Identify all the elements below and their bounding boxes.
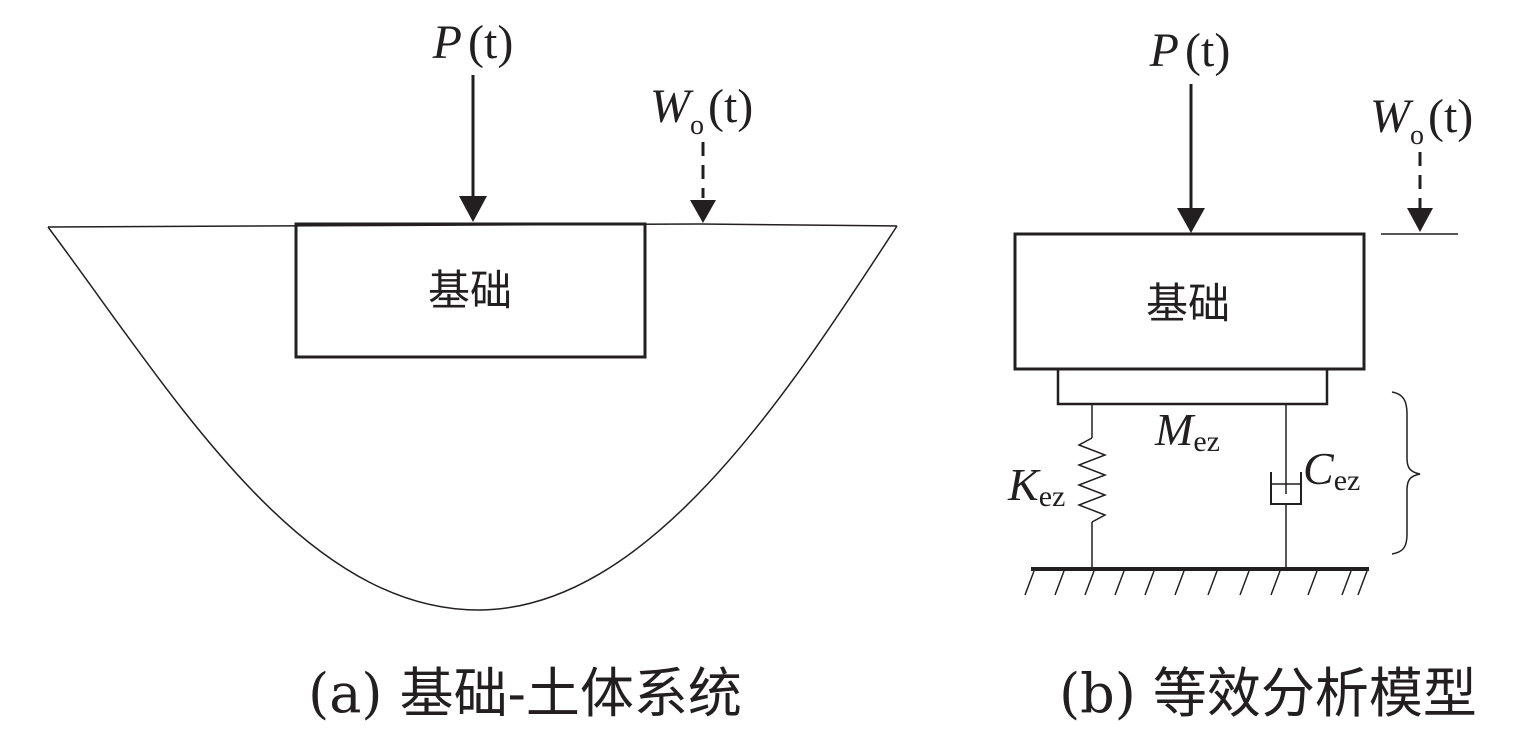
panel-b: P(t) Wo(t) 基础 Mez Kez: [1007, 24, 1477, 725]
hatch-mark: [1307, 570, 1318, 596]
displacement-label-b: Wo(t): [1370, 90, 1473, 151]
hatch-mark: [1239, 570, 1250, 596]
foundation-label: 基础: [428, 266, 512, 315]
caption-b: (b) 等效分析模型: [1059, 662, 1477, 725]
hatch-mark: [1357, 570, 1368, 596]
hatch-mark: [1114, 570, 1125, 596]
ground-hatching: [1024, 570, 1368, 596]
damper-element: [1270, 404, 1302, 569]
equivalent-mass-plate: [1056, 367, 1329, 406]
spring-label: Kez: [1007, 459, 1065, 513]
caption-a: (a) 基础-土体系统: [308, 662, 742, 725]
load-arrow-icon: [459, 196, 487, 222]
hatch-mark: [1207, 570, 1218, 596]
damper-label: Cez: [1303, 443, 1360, 497]
foundation-label-b: 基础: [1146, 279, 1230, 328]
hatch-mark: [1024, 570, 1035, 596]
displacement-label: Wo(t): [650, 80, 753, 141]
foundation-block: [294, 222, 647, 359]
curly-brace: [1391, 391, 1421, 555]
hatch-mark: [1084, 570, 1095, 596]
hatch-mark: [1270, 570, 1281, 596]
displacement-arrow-icon: [690, 200, 716, 223]
soil-boundary-curve: [47, 225, 898, 611]
load-label: P(t): [432, 16, 514, 69]
ground-surface-line-right: [699, 223, 898, 227]
hatch-mark: [1054, 570, 1065, 596]
spring-element: [1076, 404, 1108, 569]
hatch-mark: [1341, 570, 1352, 596]
panel-a: 基础 P(t) Wo(t) (a) 基础-土体系统: [47, 16, 898, 725]
hatch-mark: [1144, 570, 1155, 596]
displacement-arrow-icon-b: [1407, 208, 1433, 232]
mass-label: Mez: [1154, 404, 1220, 458]
load-arrow-icon-b: [1177, 208, 1205, 233]
hatch-mark: [1174, 570, 1185, 596]
load-label-b: P(t): [1149, 24, 1231, 77]
